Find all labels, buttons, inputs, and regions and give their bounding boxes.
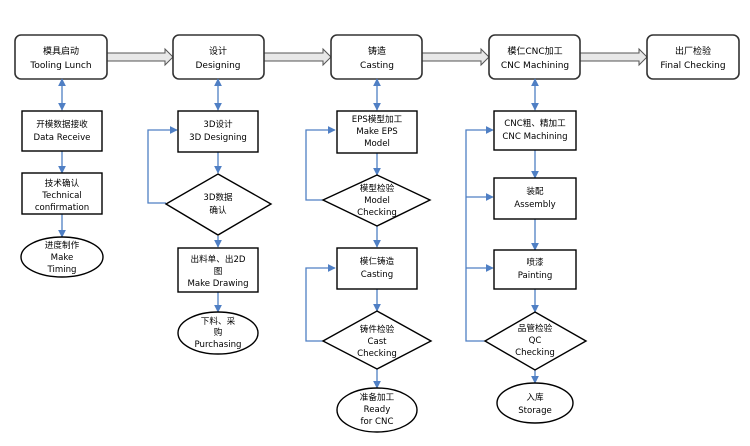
node-assembly-line-1: 装配 bbox=[526, 185, 544, 197]
node-purchasing-line-1: 下料、采 bbox=[201, 315, 236, 327]
node-data-receive-line-2: Data Receive bbox=[34, 133, 91, 143]
stage-arrows bbox=[106, 47, 648, 67]
node-ready-line-2: Ready bbox=[364, 405, 391, 415]
node-timing-line-3: Timing bbox=[46, 265, 76, 275]
stage-cnc-label-cn: 模仁CNC加工 bbox=[507, 45, 562, 57]
stage-arrow-3 bbox=[421, 47, 490, 67]
node-assembly: 装配 Assembly bbox=[493, 177, 577, 220]
stage-arrow-1 bbox=[106, 47, 174, 67]
node-timing-line-1: 进度制作 bbox=[45, 239, 80, 251]
node-make-eps-model: EPS模型加工 Make EPS Model bbox=[336, 110, 418, 154]
node-painting: 喷漆 Painting bbox=[493, 249, 577, 290]
stage-designing-label-en: Designing bbox=[196, 61, 241, 71]
stage-designing-label-cn: 设计 bbox=[209, 45, 227, 57]
node-timing-line-2: Make bbox=[51, 253, 74, 263]
node-painting-line-2: Painting bbox=[518, 271, 553, 281]
stage-designing: 设计 Designing bbox=[172, 34, 265, 80]
stage-final: 出厂检验 Final Checking bbox=[646, 34, 740, 80]
stage-tooling-label-cn: 模具启动 bbox=[43, 45, 79, 57]
node-purchasing: 下料、采 购 Purchasing bbox=[177, 311, 259, 355]
node-model-checking: 模型检验 Model Checking bbox=[321, 174, 432, 227]
node-cast-checking: 铸件检验 Cast Checking bbox=[321, 310, 433, 370]
node-technical-line-3: confirmation bbox=[35, 203, 89, 213]
node-technical-line-2: Technical bbox=[41, 191, 81, 201]
node-technical-line-1: 技术确认 bbox=[45, 177, 80, 189]
stage-final-label-en: Final Checking bbox=[660, 61, 725, 71]
stage-final-label-cn: 出厂检验 bbox=[675, 45, 711, 57]
connector-c3-loop-2 bbox=[305, 264, 336, 342]
node-make-timing: 进度制作 Make Timing bbox=[20, 236, 104, 278]
node-cast-check-line-1: 铸件检验 bbox=[360, 323, 395, 335]
connector-c3-loop-1 bbox=[305, 126, 336, 201]
stage-casting-label-cn: 铸造 bbox=[368, 45, 386, 57]
node-eps-line-3: Model bbox=[364, 139, 390, 149]
node-purchasing-line-2: 购 bbox=[214, 326, 223, 338]
stage-casting: 铸造 Casting bbox=[330, 34, 423, 80]
stage-cnc-label-en: CNC Machining bbox=[501, 61, 569, 71]
node-qc-line-2: QC bbox=[529, 336, 542, 346]
stage-arrow-4 bbox=[579, 47, 648, 67]
node-ready-line-1: 准备加工 bbox=[360, 391, 395, 403]
node-cast-check-line-3: Checking bbox=[357, 349, 397, 359]
node-data-receive: 开模数据接收 Data Receive bbox=[21, 110, 103, 152]
node-cnc-line-2: CNC Machining bbox=[502, 132, 567, 142]
node-purchasing-line-3: Purchasing bbox=[194, 340, 241, 350]
connector-c4-loop bbox=[465, 126, 494, 342]
stage-arrow-2 bbox=[263, 47, 332, 67]
node-model-check-line-3: Checking bbox=[357, 208, 397, 218]
node-model-check-line-1: 模型检验 bbox=[360, 182, 395, 194]
node-eps-line-1: EPS模型加工 bbox=[352, 114, 403, 125]
node-make-drawing: 出料单、出2D 图 Make Drawing bbox=[177, 247, 259, 293]
node-cast-check-line-2: Cast bbox=[367, 337, 387, 347]
node-3d-designing-line-2: 3D Designing bbox=[189, 133, 247, 143]
node-model-check-line-2: Model bbox=[364, 196, 390, 206]
node-ready-for-cnc: 准备加工 Ready for CNC bbox=[336, 387, 418, 433]
node-cnc-line-1: CNC粗、精加工 bbox=[504, 117, 566, 129]
node-drawing-line-3: Make Drawing bbox=[187, 279, 248, 289]
node-storage-line-2: Storage bbox=[518, 406, 552, 416]
node-storage-line-1: 入库 bbox=[526, 391, 544, 403]
node-technical-confirmation: 技术确认 Technical confirmation bbox=[21, 172, 103, 215]
node-drawing-line-2: 图 bbox=[214, 266, 223, 277]
node-3d-designing-line-1: 3D设计 bbox=[203, 118, 233, 130]
connectors bbox=[58, 78, 539, 389]
stage-cnc: 模仁CNC加工 CNC Machining bbox=[488, 34, 581, 80]
connector-c2-loop bbox=[147, 126, 178, 204]
node-eps-line-2: Make EPS bbox=[356, 127, 397, 137]
node-storage: 入库 Storage bbox=[496, 382, 574, 424]
node-3d-confirm-line-1: 3D数据 bbox=[203, 191, 233, 203]
node-painting-line-1: 喷漆 bbox=[526, 256, 544, 268]
node-3d-confirm: 3D数据 确认 bbox=[164, 173, 273, 236]
stage-casting-label-en: Casting bbox=[360, 61, 394, 71]
node-cnc-machining: CNC粗、精加工 CNC Machining bbox=[493, 110, 577, 151]
node-mold-casting: 模仁铸造 Casting bbox=[336, 247, 418, 290]
node-mold-casting-line-2: Casting bbox=[361, 270, 393, 280]
node-3d-confirm-line-2: 确认 bbox=[209, 204, 227, 216]
node-assembly-line-2: Assembly bbox=[514, 200, 555, 210]
node-drawing-line-1: 出料单、出2D bbox=[190, 253, 245, 265]
node-3d-designing: 3D设计 3D Designing bbox=[177, 110, 259, 153]
node-qc-checking: 品管检验 QC Checking bbox=[483, 311, 588, 371]
node-qc-line-1: 品管检验 bbox=[518, 322, 553, 334]
node-data-receive-line-1: 开模数据接收 bbox=[36, 118, 88, 130]
node-qc-line-3: Checking bbox=[515, 348, 555, 358]
node-mold-casting-line-1: 模仁铸造 bbox=[360, 255, 395, 267]
stage-tooling: 模具启动 Tooling Lunch bbox=[14, 34, 108, 80]
stage-tooling-label-en: Tooling Lunch bbox=[29, 61, 91, 71]
node-ready-line-3: for CNC bbox=[361, 417, 394, 427]
